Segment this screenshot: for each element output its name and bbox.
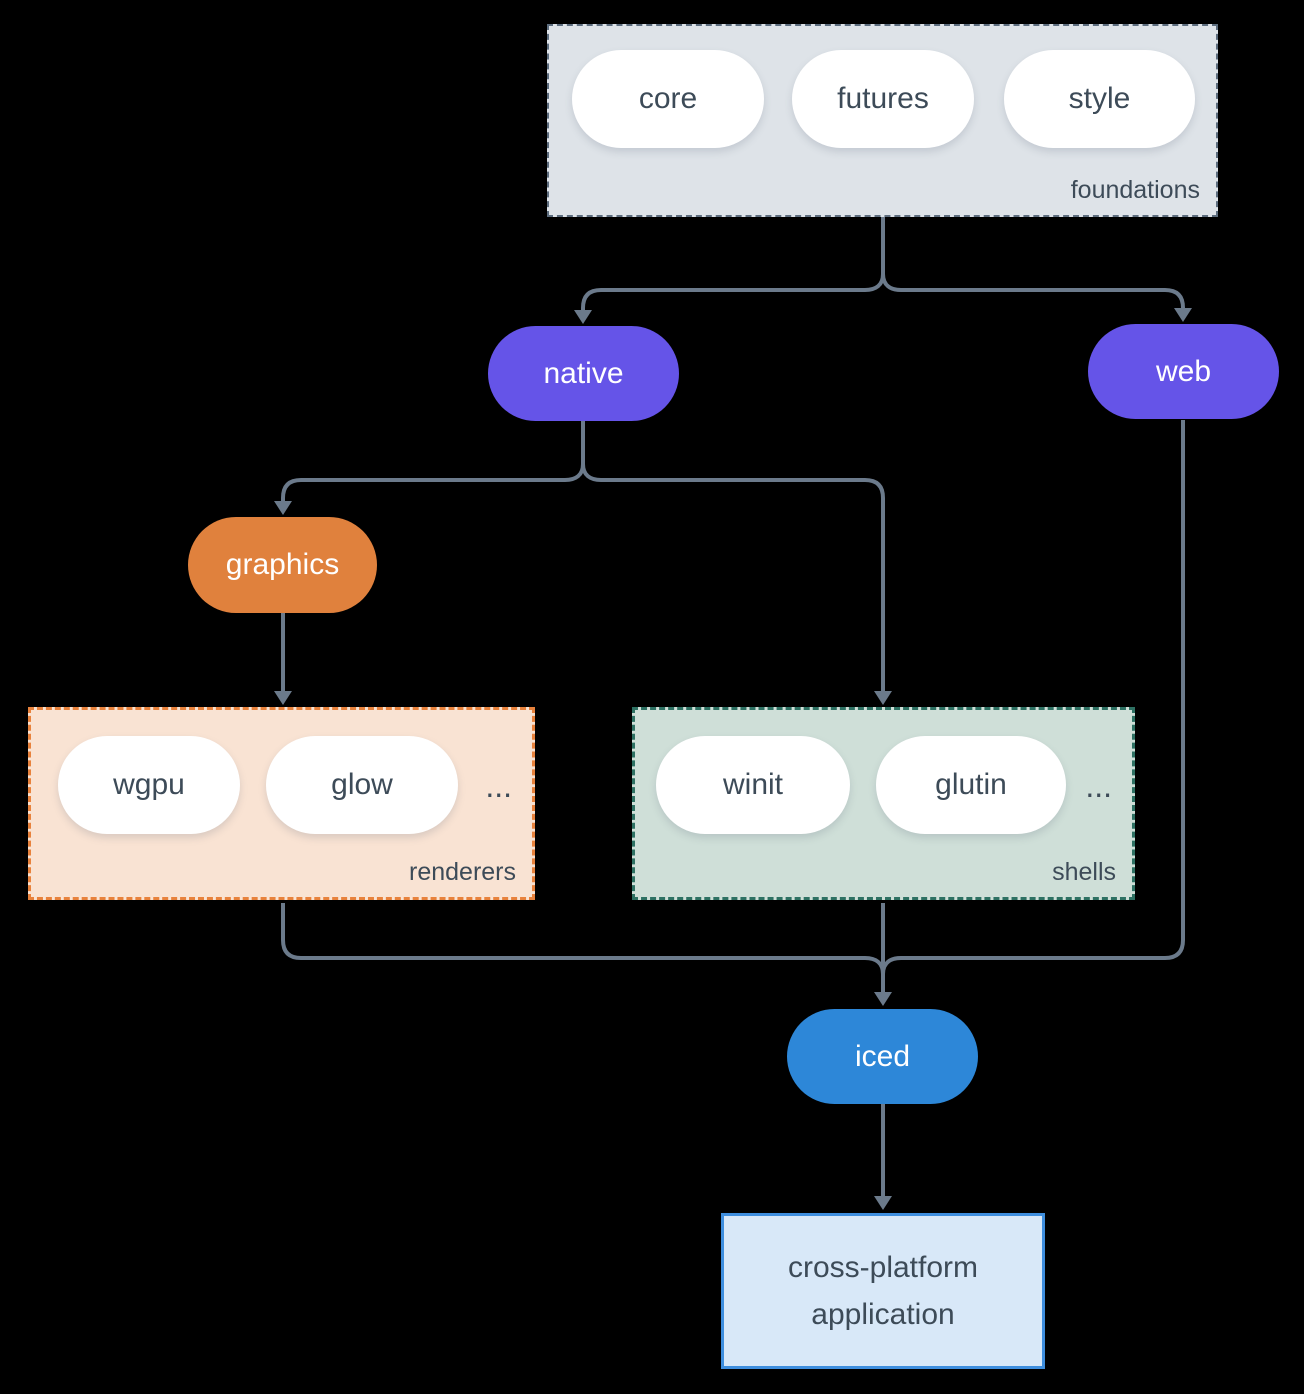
node-iced: iced <box>787 1009 978 1104</box>
group-foundations: core futures style foundations <box>547 24 1218 217</box>
arrowhead-native <box>574 310 592 324</box>
group-renderers: wgpu glow ... renderers <box>28 707 535 900</box>
pill-winit: winit <box>656 736 850 834</box>
edge-foundations-web <box>881 273 1185 310</box>
node-native: native <box>488 326 679 421</box>
group-label-foundations: foundations <box>1070 176 1200 204</box>
edge-web-iced <box>881 420 1185 975</box>
arrowhead-iced <box>874 992 892 1006</box>
pill-core: core <box>572 50 764 148</box>
edge-foundations-native <box>581 273 885 311</box>
node-graphics: graphics <box>188 517 377 613</box>
arrowhead-renderers <box>274 691 292 705</box>
pill-glutin: glutin <box>876 736 1066 834</box>
edge-renderers-iced <box>281 903 885 975</box>
group-label-shells: shells <box>1052 858 1116 886</box>
pill-wgpu: wgpu <box>58 736 240 834</box>
arrowhead-graphics <box>274 501 292 515</box>
shells-more-ellipsis: ... <box>1085 767 1112 804</box>
pill-glow: glow <box>266 736 458 834</box>
edge-native-graphics <box>281 463 585 502</box>
arrowhead-application <box>874 1196 892 1210</box>
renderers-more-ellipsis: ... <box>485 767 512 804</box>
node-web: web <box>1088 324 1279 419</box>
arrowhead-shells <box>874 691 892 705</box>
pill-futures: futures <box>792 50 974 148</box>
node-cross-platform-application: cross-platform application <box>721 1213 1045 1369</box>
edge-native-shells <box>581 463 885 692</box>
pill-style: style <box>1004 50 1195 148</box>
arrowhead-web <box>1174 308 1192 322</box>
group-label-renderers: renderers <box>409 858 516 886</box>
group-shells: winit glutin ... shells <box>632 707 1135 900</box>
